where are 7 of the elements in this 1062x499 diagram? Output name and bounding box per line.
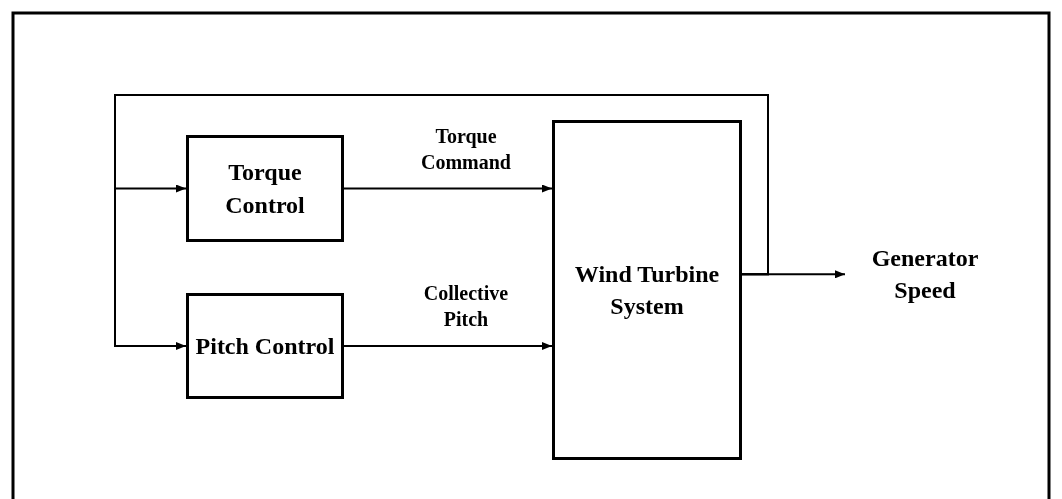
arrow: [343, 342, 553, 350]
output-label: Generator Speed: [845, 240, 1005, 308]
arrow: [343, 184, 553, 193]
arrow: [114, 94, 769, 350]
process-box: Pitch Control: [186, 293, 344, 399]
process-box: Wind Turbine System: [552, 120, 742, 460]
process-box: Torque Control: [186, 135, 344, 242]
